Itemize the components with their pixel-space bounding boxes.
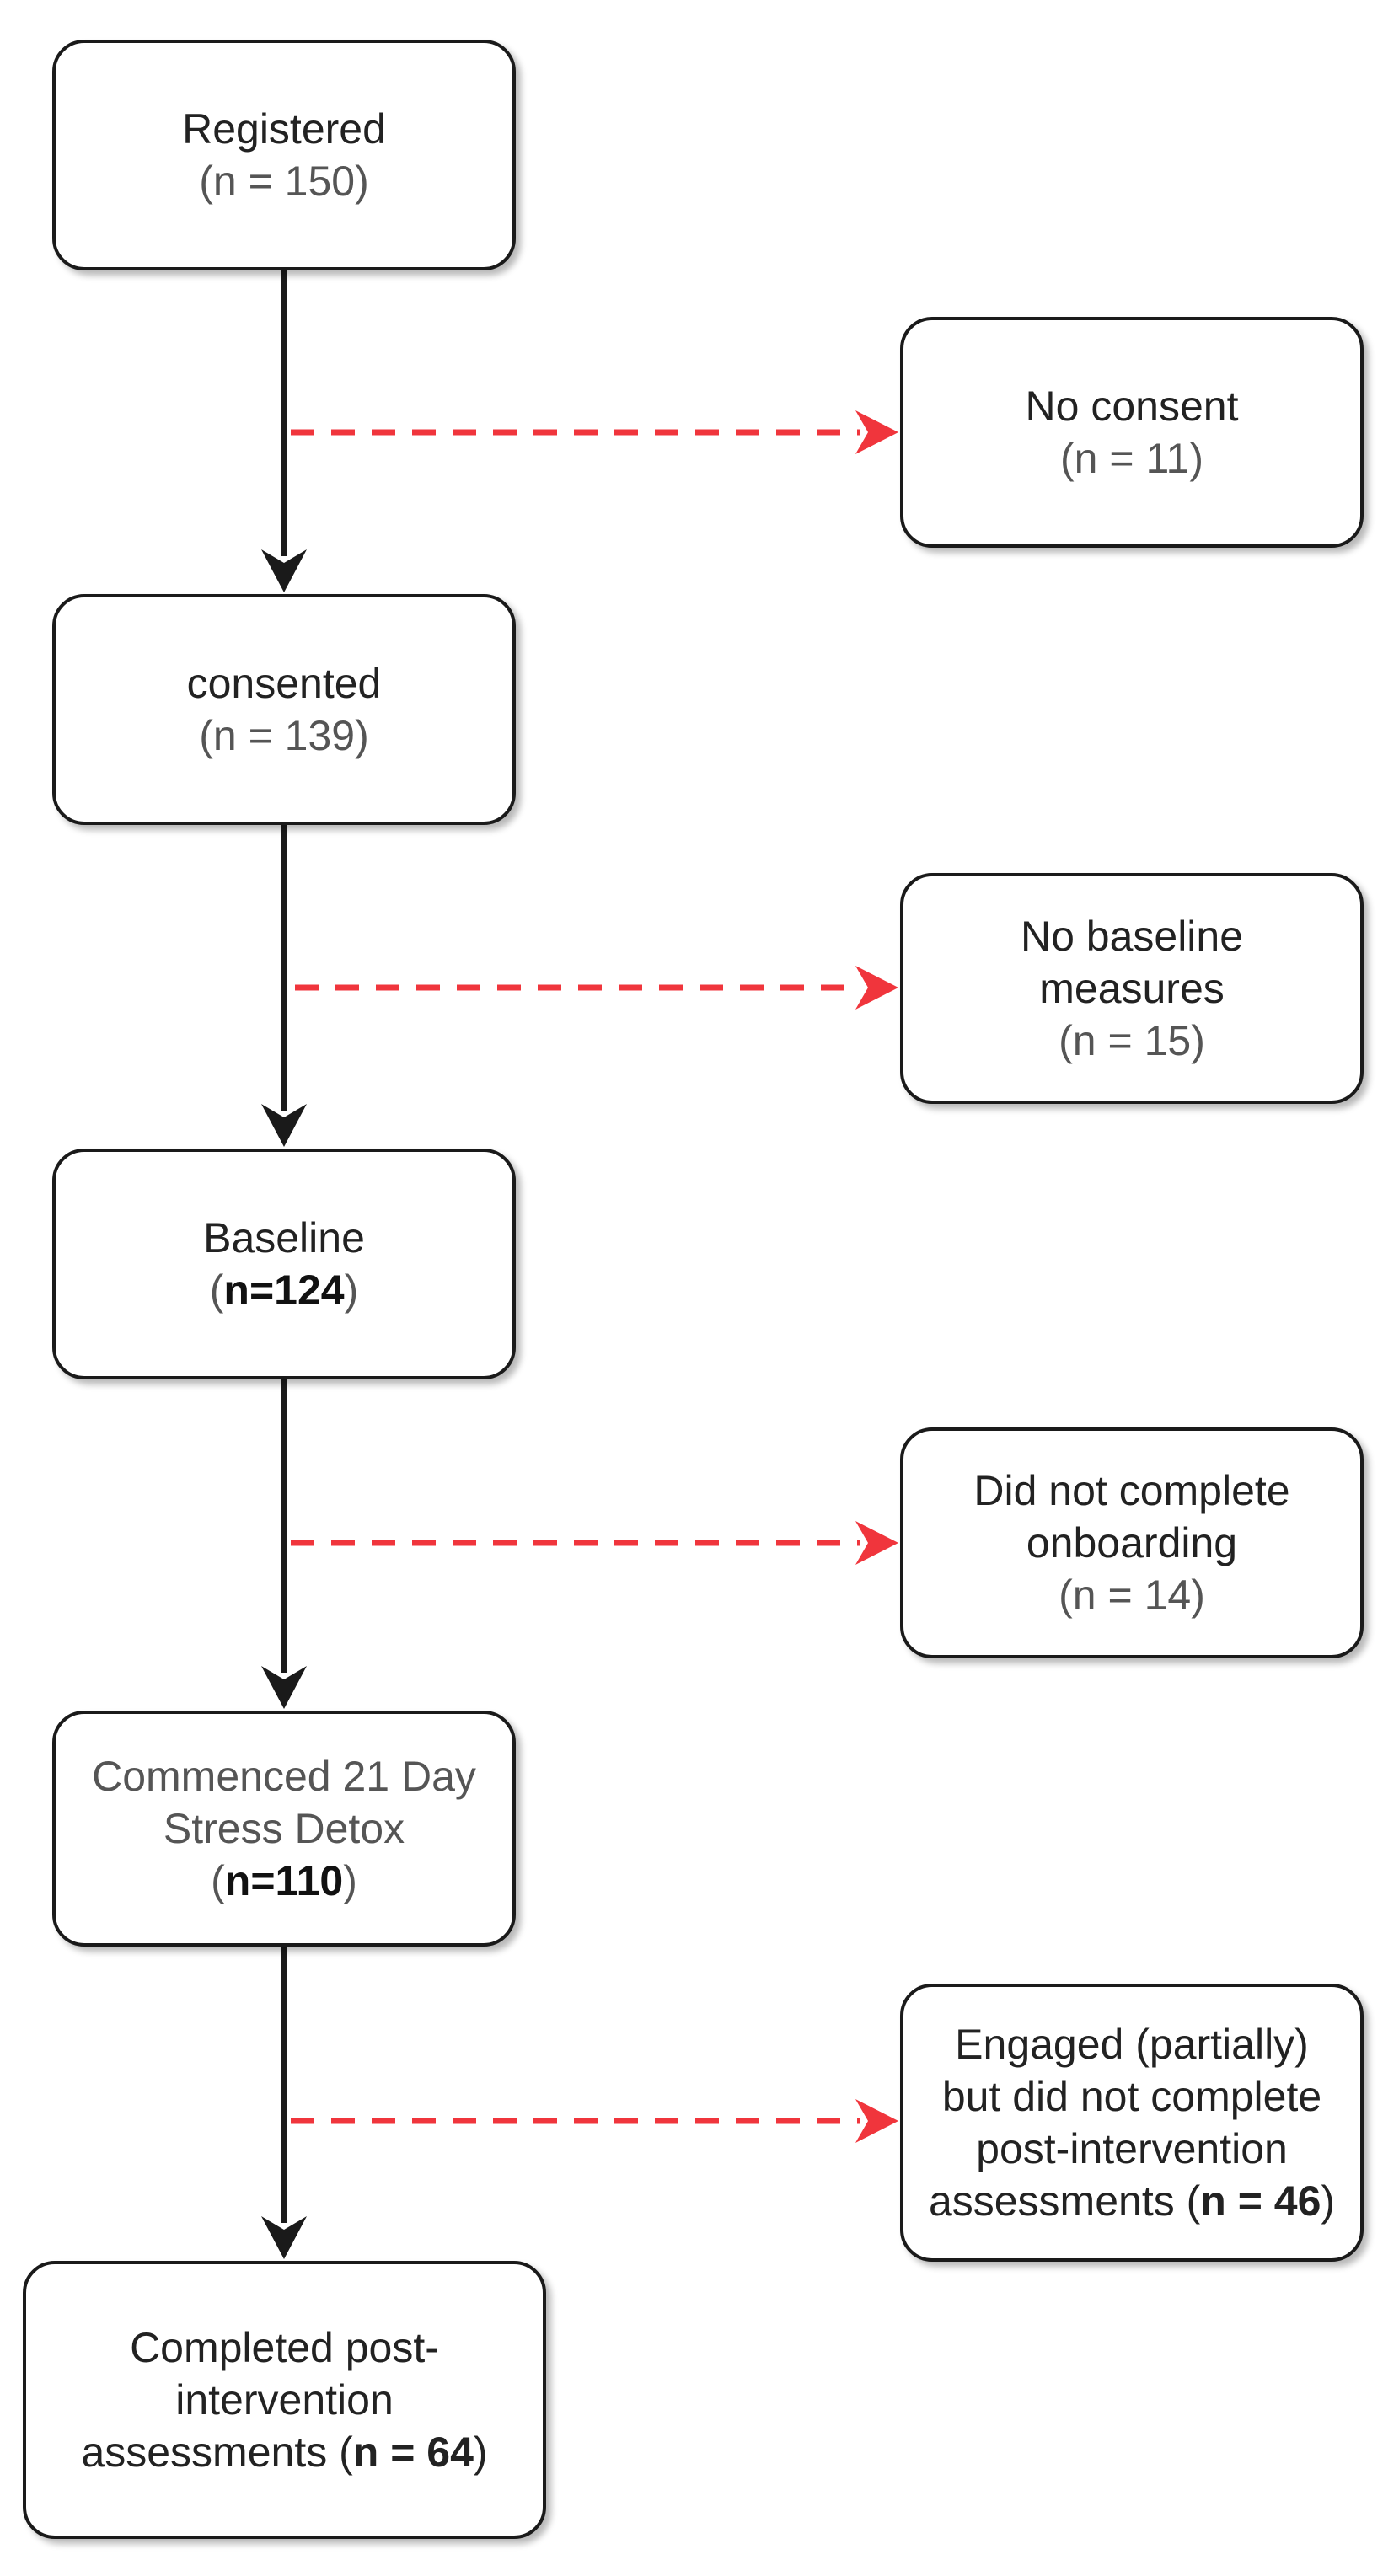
consented-label: consented [186,660,382,707]
baseline-box: Baseline (n=124) [52,1149,516,1379]
commenced-count: (n=110) [211,1857,357,1904]
onboarding-box: Did not complete onboarding (n = 14) [900,1427,1364,1658]
arrowhead-commenced [261,1666,307,1709]
consented-count: (n = 139) [199,712,369,759]
engaged-label-line4: assessments (n = 46) [928,2177,1336,2225]
no-baseline-count: (n = 15) [1059,1017,1205,1064]
engaged-box: Engaged (partially) but did not complete… [900,1984,1364,2262]
no-baseline-box: No baseline measures (n = 15) [900,873,1364,1104]
commenced-label-line1: Commenced 21 Day [92,1753,476,1800]
no-baseline-label-line1: No baseline [1020,913,1244,960]
onboarding-label-line1: Did not complete [973,1467,1290,1514]
registered-label: Registered [182,105,386,153]
consented-box: consented (n = 139) [52,594,516,825]
engaged-label-line2: but did not complete [941,2073,1322,2120]
arrowhead-no-baseline [855,966,898,1010]
no-consent-label: No consent [1025,383,1239,430]
onboarding-label-line2: onboarding [1026,1519,1238,1566]
completed-label-line2: intervention [175,2376,394,2423]
completed-label-line1: Completed post- [130,2324,439,2371]
arrowhead-no-consent [855,410,898,454]
onboarding-count: (n = 14) [1059,1572,1205,1619]
arrowhead-consented [261,549,307,592]
arrowhead-onboarding [855,1521,898,1565]
completed-box: Completed post- intervention assessments… [23,2261,546,2539]
no-consent-count: (n = 11) [1060,435,1203,482]
commenced-label-line2: Stress Detox [163,1805,405,1852]
arrowhead-baseline [261,1104,307,1147]
commenced-box: Commenced 21 Day Stress Detox (n=110) [52,1711,516,1947]
completed-label-line3: assessments (n = 64) [81,2429,488,2476]
registered-count: (n = 150) [199,158,369,205]
registered-box: Registered (n = 150) [52,40,516,270]
completed-count: n = 64 [352,2429,474,2476]
baseline-label: Baseline [203,1214,365,1261]
no-baseline-label-line2: measures [1039,965,1225,1012]
engaged-label-line1: Engaged (partially) [955,2021,1309,2068]
no-consent-box: No consent (n = 11) [900,317,1364,548]
arrowhead-completed [261,2216,307,2259]
arrowhead-engaged [855,2099,898,2143]
baseline-count: (n=124) [209,1267,359,1314]
engaged-count: n = 46 [1200,2177,1321,2225]
engaged-label-line3: post-intervention [976,2125,1288,2172]
